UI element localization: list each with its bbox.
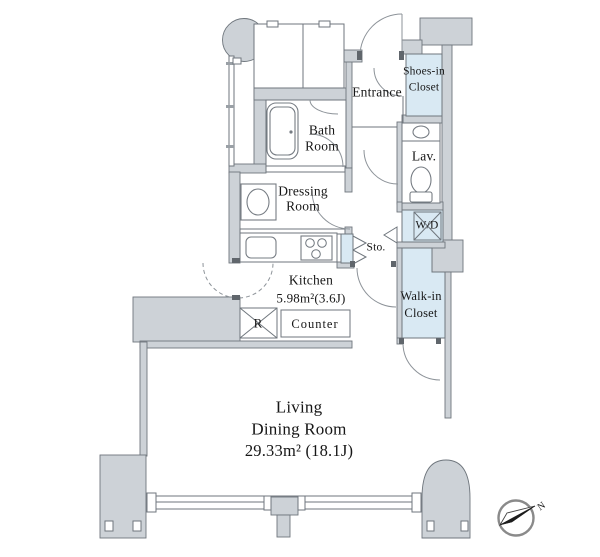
pillar-bottom-right [421, 459, 471, 539]
label-lav: Lav. [411, 148, 437, 164]
shoes-in-closet [405, 53, 443, 117]
sto-bifold-door [352, 235, 368, 251]
label-counter: Counter [291, 316, 339, 331]
label-shoes-closet-1: Shoes-in [403, 65, 445, 78]
label-bath-2: Room [305, 138, 339, 154]
fixtures [239, 99, 433, 339]
window-mullion [270, 496, 299, 516]
label-refrigerator: R [253, 315, 263, 331]
kitchen-sink [245, 236, 277, 259]
label-kitchen: Kitchen [288, 272, 334, 288]
label-bath-1: Bath [308, 122, 336, 138]
label-living-2: Dining Room [251, 419, 347, 439]
label-sto: Sto. [366, 241, 386, 254]
compass-icon [497, 499, 536, 537]
label-wd: W/D [415, 219, 439, 232]
label-shoes-closet-2: Closet [408, 81, 440, 94]
label-entrance: Entrance [352, 84, 402, 100]
wd-space [401, 209, 444, 243]
closets [340, 53, 446, 339]
walls [99, 17, 473, 539]
left-outer-wall [228, 55, 235, 167]
toilet [410, 166, 432, 194]
service-rooms [253, 23, 345, 89]
sto-closet [340, 233, 354, 264]
label-living-1: Living [275, 397, 323, 417]
doors [202, 13, 441, 381]
windows [146, 492, 422, 513]
label-dressing-1: Dressing [278, 183, 328, 199]
wash-basin [246, 188, 270, 216]
label-dressing-2: Room [286, 198, 320, 214]
wd-bifold-door [383, 226, 398, 244]
label-walkin-closet-1: Walk-in [400, 288, 442, 303]
lav-basin [412, 125, 430, 139]
entrance-door-arc [359, 13, 403, 57]
counter-box [280, 309, 351, 338]
label-kitchen-area: 5.98m²(3.6J) [276, 290, 346, 306]
stove [300, 235, 333, 261]
label-living-area: 29.33m² (18.1J) [244, 440, 354, 460]
label-walkin-closet-2: Closet [404, 305, 438, 320]
wall-block-top-left [132, 296, 241, 343]
